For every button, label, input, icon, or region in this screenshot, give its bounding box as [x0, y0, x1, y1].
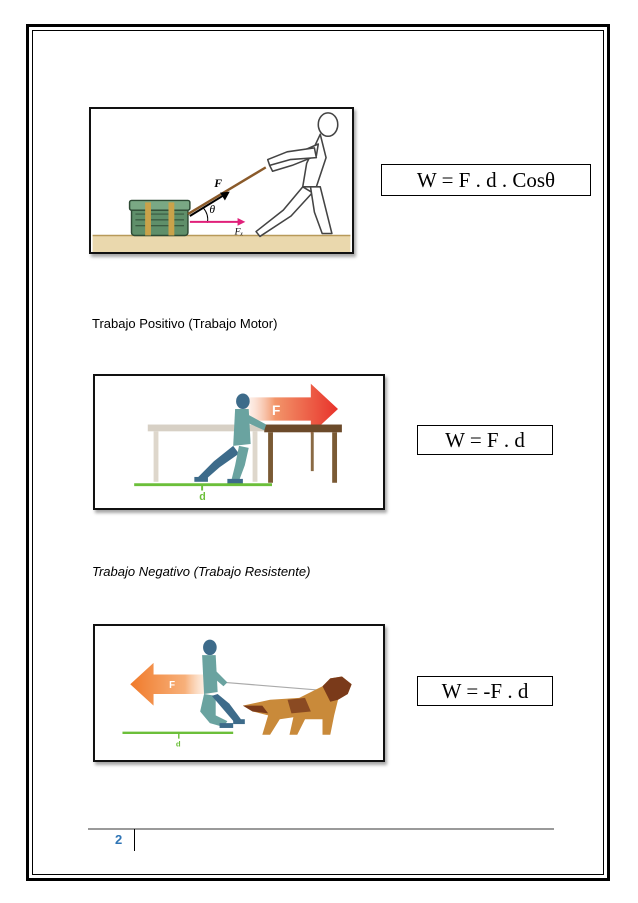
- push-table-illustration: F d: [134, 383, 342, 503]
- force-arrow: [233, 383, 338, 435]
- force-arrow: [130, 662, 222, 706]
- formula-general: W = F . d . Cosθ: [381, 164, 591, 196]
- dog-pull-illustration: F d: [122, 639, 352, 748]
- page-number: 2: [115, 832, 123, 847]
- person-pulling: [255, 112, 339, 238]
- heading-negative-work: Trabajo Negativo (Trabajo Resistente): [92, 564, 311, 579]
- table: [264, 424, 342, 483]
- footer-rule: [88, 828, 554, 830]
- force-label: F: [272, 403, 280, 418]
- angle-label: θ: [209, 203, 215, 216]
- leash: [223, 681, 319, 691]
- heading-positive-work: Trabajo Positivo (Trabajo Motor): [92, 316, 278, 331]
- force-arrow: [189, 193, 226, 217]
- rope: [187, 166, 267, 216]
- distance-label: d: [199, 491, 206, 503]
- distance-label: d: [176, 739, 181, 748]
- person-pushing: [194, 393, 267, 484]
- footer-separator: [134, 829, 135, 851]
- figure-dog-pull: F d: [93, 624, 385, 762]
- table-initial-faded: [147, 424, 265, 482]
- floor: [92, 235, 351, 252]
- angle-arc: [203, 207, 209, 223]
- formula-negative: W = -F . d: [417, 676, 553, 706]
- figure-push-table: F d: [93, 374, 385, 510]
- force-label: F: [213, 177, 222, 190]
- force-label: F: [169, 680, 175, 691]
- trunk: [128, 199, 191, 237]
- formula-positive: W = F . d: [417, 425, 553, 455]
- page-border-outer: [26, 24, 610, 881]
- figure-pull-trunk: F θ Fₓ: [89, 107, 354, 254]
- page-border-inner: [32, 30, 604, 875]
- component-label: Fₓ: [234, 226, 244, 237]
- person-resisting: [200, 639, 245, 728]
- pull-trunk-illustration: F θ Fₓ: [92, 112, 351, 252]
- dog: [242, 676, 352, 735]
